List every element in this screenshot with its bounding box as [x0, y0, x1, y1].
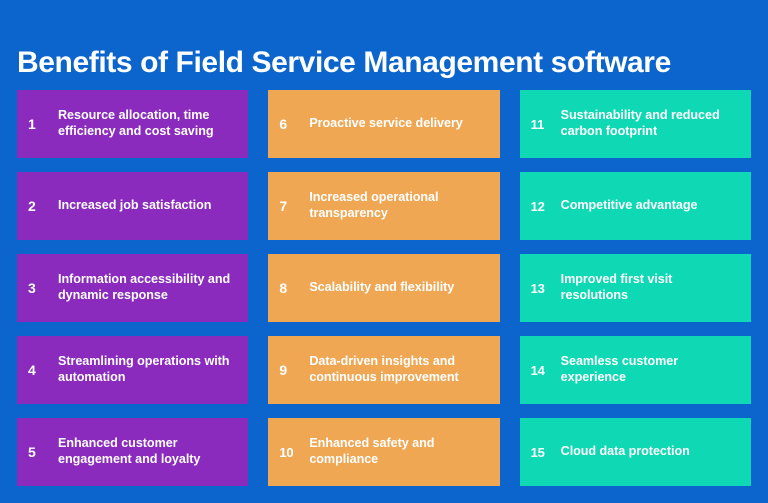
benefit-label: Sustainability and reduced carbon footpr…: [560, 108, 720, 138]
benefit-card[interactable]: 10 Enhanced safety and compliance: [268, 418, 500, 486]
benefit-card[interactable]: 15 Cloud data protection: [519, 418, 751, 486]
benefit-label: Increased job satisfaction: [58, 198, 212, 212]
benefit-label: Enhanced safety and compliance: [309, 436, 435, 466]
benefit-label: Improved first visit resolutions: [560, 272, 673, 302]
benefit-number: 9: [279, 362, 287, 378]
benefit-card[interactable]: 3 Information accessibility and dynamic r…: [17, 254, 249, 322]
benefit-label: Competitive advantage: [560, 198, 698, 212]
benefit-label: Cloud data protection: [560, 444, 690, 458]
benefit-number: 4: [28, 362, 36, 378]
benefit-number: 5: [28, 444, 36, 460]
benefit-card[interactable]: 2 Increased job satisfaction: [17, 172, 249, 240]
benefit-label: Resource allocation, time efficiency and…: [58, 108, 214, 138]
benefit-number: 13: [530, 280, 545, 296]
benefit-label: Information accessibility and dynamic re…: [58, 272, 231, 302]
benefit-number: 14: [530, 362, 545, 378]
benefit-card[interactable]: 6 Proactive service delivery: [268, 90, 500, 158]
benefit-card[interactable]: 9 Data-driven insights and continuous imp…: [268, 336, 500, 404]
benefits-grid: 1 Resource allocation, time efficiency an…: [17, 90, 751, 486]
benefit-number: 3: [28, 280, 36, 296]
benefit-card[interactable]: 13 Improved first visit resolutions: [519, 254, 751, 322]
benefit-number: 15: [530, 444, 545, 460]
benefit-number: 7: [279, 198, 287, 214]
benefit-card[interactable]: 12 Competitive advantage: [519, 172, 751, 240]
benefit-label: Enhanced customer engagement and loyalty: [58, 436, 201, 466]
benefit-label: Proactive service delivery: [309, 116, 463, 130]
benefit-number: 10: [279, 444, 294, 460]
benefit-card[interactable]: 5 Enhanced customer engagement and loyalt…: [17, 418, 249, 486]
benefit-card[interactable]: 14 Seamless customer experience: [519, 336, 751, 404]
benefit-label: Increased operational transparency: [309, 190, 439, 220]
benefit-number: 1: [28, 116, 36, 132]
page-title: Benefits of Field Service Management sof…: [17, 45, 671, 79]
benefit-card[interactable]: 4 Streamlining operations with automation: [17, 336, 249, 404]
benefit-number: 2: [28, 198, 36, 214]
benefit-label: Scalability and flexibility: [309, 280, 455, 294]
benefit-number: 8: [279, 280, 287, 296]
benefit-number: 6: [279, 116, 287, 132]
benefit-card[interactable]: 11 Sustainability and reduced carbon foot…: [519, 90, 751, 158]
benefit-number: 11: [530, 116, 545, 132]
benefit-card[interactable]: 8 Scalability and flexibility: [268, 254, 500, 322]
benefit-card[interactable]: 1 Resource allocation, time efficiency an…: [17, 90, 249, 158]
benefit-label: Streamlining operations with automation: [58, 354, 230, 384]
benefit-label: Data-driven insights and continuous impr…: [309, 354, 459, 384]
title-bar: Benefits of Field Service Management sof…: [17, 0, 751, 90]
benefit-card[interactable]: 7 Increased operational transparency: [268, 172, 500, 240]
benefit-label: Seamless customer experience: [560, 354, 679, 384]
benefit-number: 12: [530, 198, 545, 214]
